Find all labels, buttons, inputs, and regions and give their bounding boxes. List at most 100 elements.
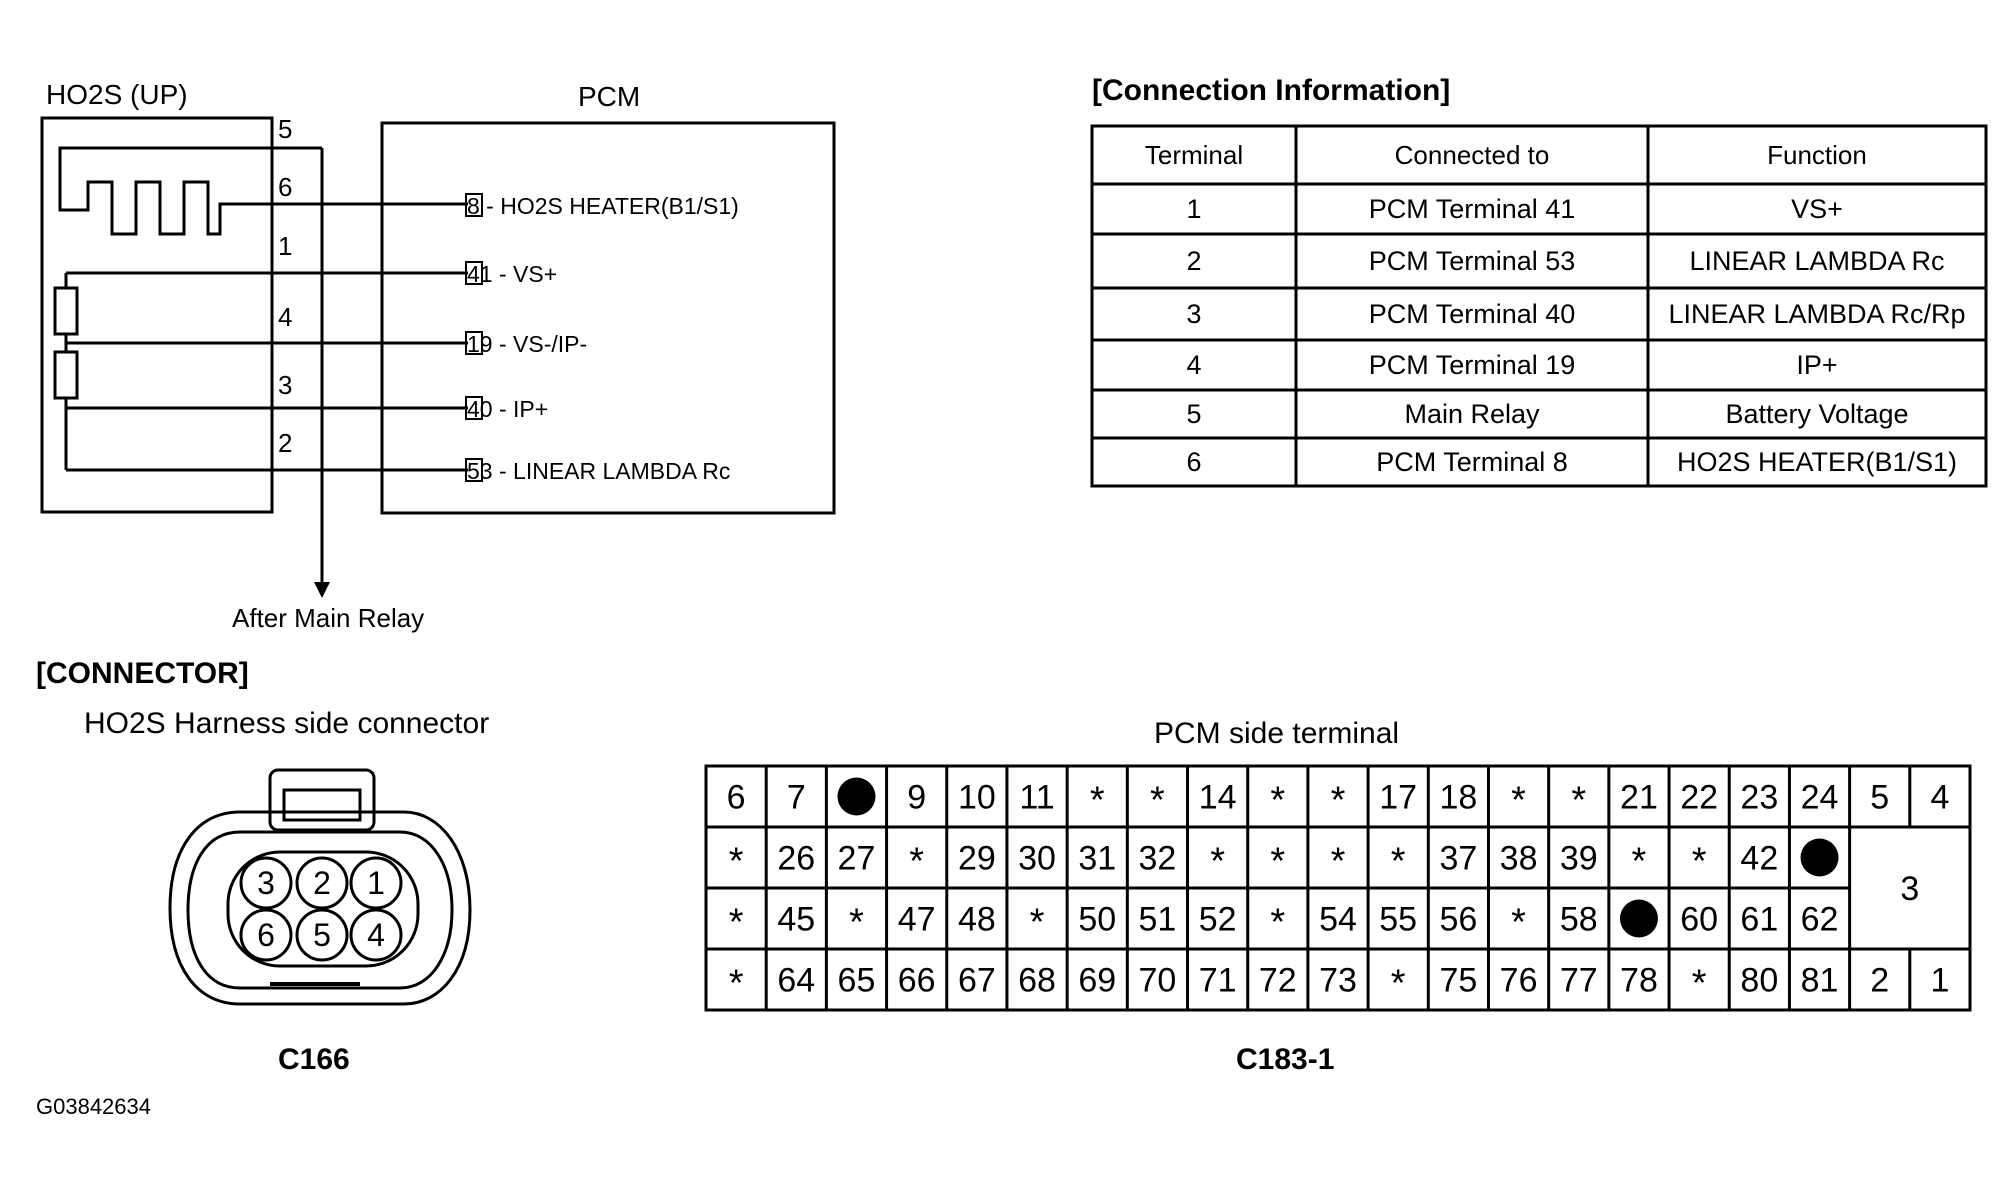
unused-terminal: * <box>1030 902 1045 944</box>
harness-pin <box>239 856 293 910</box>
pcm-terminal-cell: 71 <box>1199 962 1237 1000</box>
harness-pin-label: 1 <box>367 865 385 901</box>
pcm-terminal-cell: 64 <box>777 962 815 1000</box>
pcm-terminal-cell: 65 <box>838 962 876 1000</box>
svg-text:8 - HO2S HEATER(B1/S1): 8 - HO2S HEATER(B1/S1) <box>467 193 739 219</box>
pcm-terminal-cell: 21 <box>1620 779 1658 817</box>
pcm-terminal-cell: 37 <box>1439 840 1477 878</box>
pcm-terminal-cell: 18 <box>1439 779 1477 817</box>
table-cell: PCM Terminal 41 <box>1369 194 1576 224</box>
svg-text:53 - LINEAR LAMBDA Rc: 53 - LINEAR LAMBDA Rc <box>467 458 730 484</box>
pin-cavity <box>226 850 420 968</box>
pcm-terminal-cell: 7 <box>787 779 806 817</box>
relay-label: After Main Relay <box>232 603 424 633</box>
terminal-box <box>465 261 483 285</box>
unused-terminal: * <box>1632 841 1647 883</box>
pcm-terminal-cell: 38 <box>1500 840 1538 878</box>
sensor-box <box>40 116 274 514</box>
pcm-terminal-cell: 17 <box>1379 779 1417 817</box>
resistor-upper <box>53 286 79 336</box>
latch-slot <box>282 788 362 822</box>
pcm-terminal-cell: 72 <box>1259 962 1297 1000</box>
pcm-terminal-cell: 73 <box>1319 962 1357 1000</box>
pcm-terminal-cell: 6 <box>727 779 746 817</box>
svg-text:40 - IP+: 40 - IP+ <box>467 396 548 422</box>
pcm-terminal-cell: 31 <box>1078 840 1116 878</box>
harness-pin-label: 5 <box>313 917 331 953</box>
table-cell: 2 <box>1186 246 1201 276</box>
pcm-terminal-cell: 50 <box>1078 901 1116 939</box>
terminal-text: - LINEAR LAMBDA Rc <box>493 458 731 484</box>
unused-terminal: * <box>1692 841 1707 883</box>
sensor-pin-5: 5 <box>278 114 292 144</box>
connector-inner-shell <box>186 830 454 990</box>
pcm-terminal-cell: 80 <box>1740 962 1778 1000</box>
pcm-terminal-cell: 67 <box>958 962 996 1000</box>
unused-terminal: * <box>1391 841 1406 883</box>
table-header: Function <box>1767 140 1867 170</box>
pcm-code: C183-1 <box>1236 1043 1334 1076</box>
pcm-terminal-cell: 48 <box>958 901 996 939</box>
pcm-terminal-cell: 45 <box>777 901 815 939</box>
pcm-terminal-cell: 58 <box>1560 901 1598 939</box>
terminal-box <box>465 193 483 217</box>
table-cell: Battery Voltage <box>1725 399 1908 429</box>
pcm-terminal-cell: 81 <box>1801 962 1839 1000</box>
pcm-terminal-cell: 24 <box>1801 779 1839 817</box>
pcm-terminal-cell: 5 <box>1870 779 1889 817</box>
pcm-terminal-cell: 1 <box>1930 962 1949 1000</box>
pcm-side-label: PCM side terminal <box>1154 717 1399 750</box>
pcm-terminal-41: 41 - VS+ <box>465 261 557 287</box>
pcm-terminal-cell: 39 <box>1560 840 1598 878</box>
pcm-terminal-cell: 42 <box>1740 840 1778 878</box>
harness-pin <box>295 908 349 962</box>
pcm-terminal-cell: 70 <box>1139 962 1177 1000</box>
table-cell: 4 <box>1186 350 1201 380</box>
figure-id: G03842634 <box>36 1094 151 1119</box>
pcm-terminal-cell: 69 <box>1078 962 1116 1000</box>
pcm-terminal-cell: 68 <box>1018 962 1056 1000</box>
pcm-terminal-cell: 14 <box>1199 779 1237 817</box>
unused-terminal: * <box>729 902 744 944</box>
pcm-terminal-cell: 11 <box>1019 779 1054 817</box>
table-cell: 5 <box>1186 399 1201 429</box>
unused-terminal: * <box>1511 902 1526 944</box>
pcm-terminal-cell: 23 <box>1740 779 1778 817</box>
relay-arrow-icon <box>314 582 330 598</box>
pcm-terminal-cell: 47 <box>898 901 936 939</box>
pcm-terminal-40: 40 - IP+ <box>465 396 548 422</box>
pcm-terminal-cell: 76 <box>1500 962 1538 1000</box>
terminal-box <box>465 458 483 482</box>
pcm-terminal-cell: 66 <box>898 962 936 1000</box>
pcm-terminal-cell: 61 <box>1740 901 1778 939</box>
connector-title: [CONNECTOR] <box>36 657 249 690</box>
plugged-terminal-dot <box>1619 899 1658 938</box>
unused-terminal: * <box>1090 780 1105 822</box>
pcm-terminal-cell: 9 <box>907 779 926 817</box>
table-cell: IP+ <box>1796 350 1837 380</box>
svg-text:41 - VS+: 41 - VS+ <box>467 261 557 287</box>
terminal-num: 40 <box>467 396 493 422</box>
unused-terminal: * <box>1210 841 1225 883</box>
terminal-num: 8 <box>467 193 480 219</box>
connector-latch <box>268 768 376 832</box>
pcm-terminal-53: 53 - LINEAR LAMBDA Rc <box>465 458 730 484</box>
harness-pin-label: 6 <box>257 917 275 953</box>
table-cell: PCM Terminal 8 <box>1376 447 1568 477</box>
plugged-terminal-dot <box>837 777 876 816</box>
pcm-terminal-cell: 75 <box>1439 962 1477 1000</box>
unused-terminal: * <box>1270 780 1285 822</box>
sensor-pin-1: 1 <box>278 231 292 261</box>
connection-info-title: [Connection Information] <box>1092 74 1450 107</box>
terminal-num: 53 <box>467 458 493 484</box>
sensor-pin-2: 2 <box>278 428 292 458</box>
unused-terminal: * <box>1270 902 1285 944</box>
terminal-box <box>465 396 483 420</box>
harness-label: HO2S Harness side connector <box>84 707 489 740</box>
harness-pin-label: 4 <box>367 917 385 953</box>
unused-terminal: * <box>729 963 744 1005</box>
heater-element <box>58 146 468 236</box>
sensor-label: HO2S (UP) <box>46 79 188 110</box>
